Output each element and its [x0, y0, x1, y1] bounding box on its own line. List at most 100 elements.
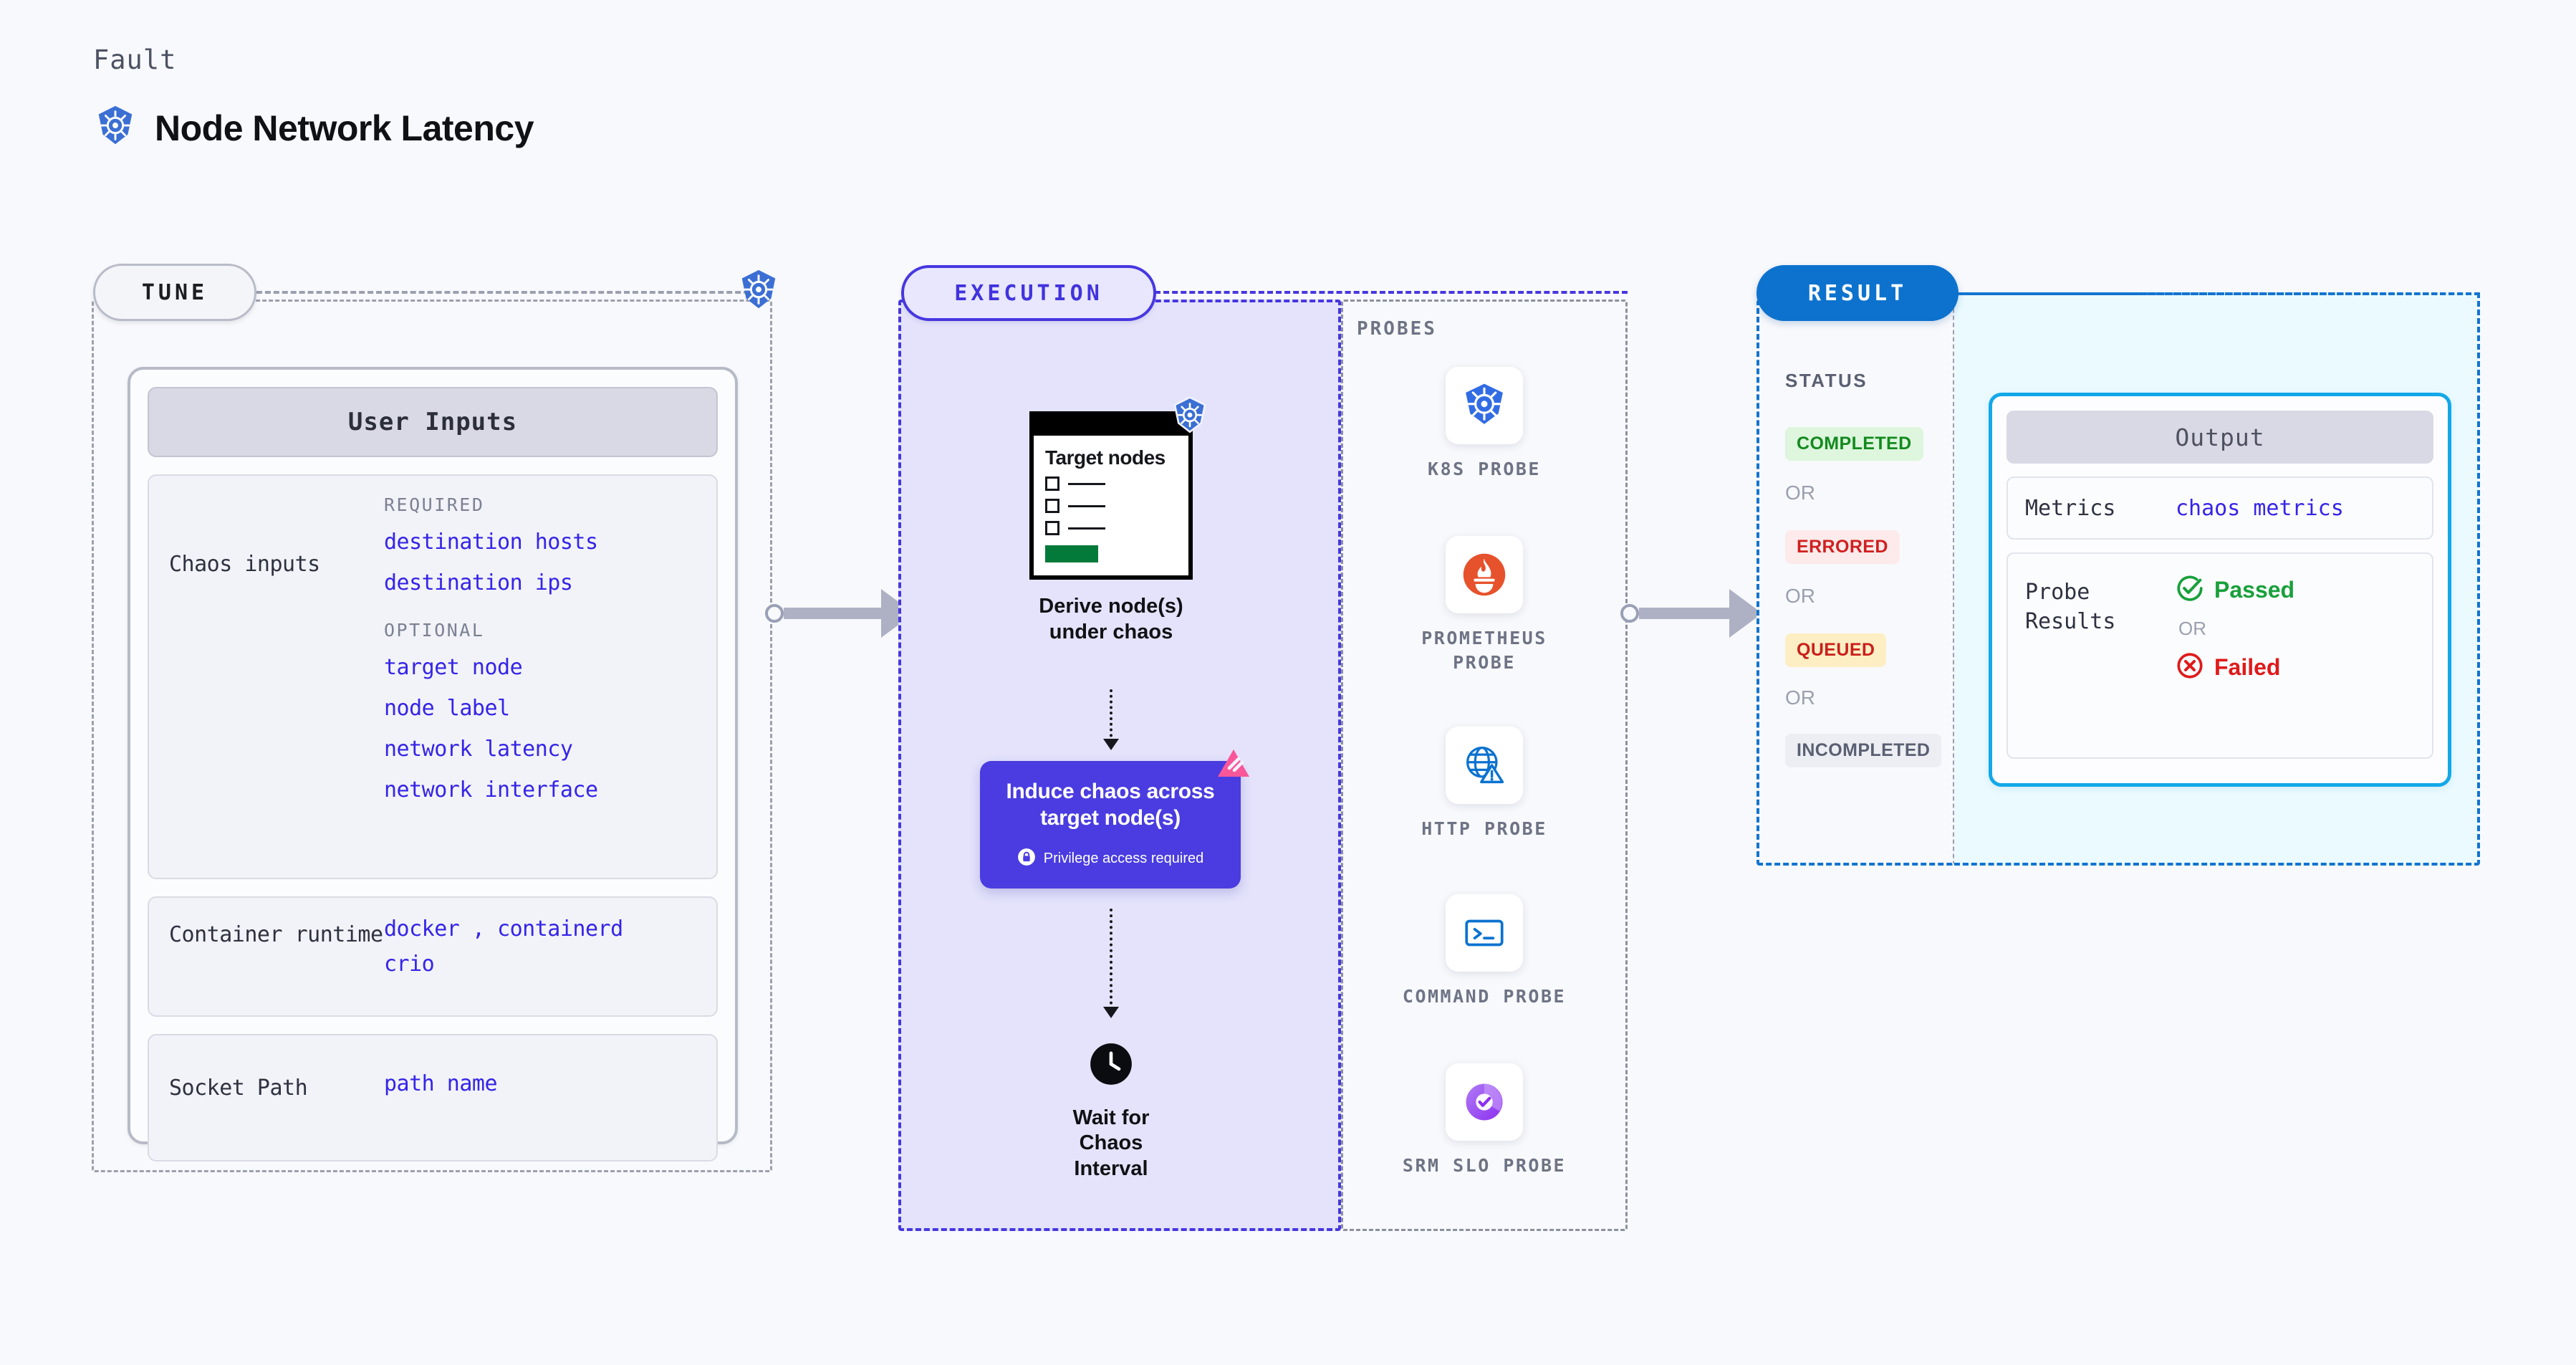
socket-path-label: Socket Path [169, 1076, 308, 1101]
probe-label: K8S PROBE [1428, 459, 1541, 479]
list-item [1045, 521, 1178, 536]
status-badge-errored: ERRORED [1785, 530, 1900, 564]
probe-failed-label: Failed [2214, 654, 2281, 680]
checkbox-icon [1045, 521, 1059, 536]
page-title: Node Network Latency [155, 107, 534, 148]
wait-chaos-step: Wait for Chaos Interval [1057, 1040, 1165, 1182]
execution-badge[interactable]: EXECUTION [901, 265, 1156, 321]
node-list-window-icon: Target nodes [1029, 411, 1193, 580]
runtime-separator: , [471, 916, 485, 942]
window-titlebar [1034, 416, 1188, 436]
tune-connector-line [256, 291, 758, 294]
probe-results-label: Probe Results [2025, 580, 2116, 634]
output-title: Output [2007, 411, 2433, 464]
probe-item[interactable]: COMMAND PROBE [1391, 894, 1577, 1009]
chaos-inputs-section: Chaos inputs REQUIRED destination hosts … [148, 474, 718, 879]
privilege-note: Privilege access required [1017, 848, 1203, 871]
execution-connector-line [1155, 291, 1628, 294]
runtime-containerd[interactable]: containerd [497, 916, 623, 942]
line-placeholder [1068, 527, 1105, 530]
result-panel [1756, 300, 1954, 866]
required-group-title: REQUIRED [384, 494, 485, 515]
window-title: Target nodes [1045, 446, 1166, 469]
flow-arrow-2 [1103, 909, 1119, 1018]
connector-start-dot [765, 604, 784, 623]
status-or-3: OR [1785, 686, 1815, 709]
line-placeholder [1068, 482, 1105, 485]
status-label: STATUS [1785, 370, 1868, 391]
container-runtime-section: Container runtime docker , containerd cr… [148, 896, 718, 1017]
user-inputs-title: User Inputs [148, 387, 718, 457]
probe-result-failed: Failed [2176, 651, 2294, 684]
metrics-value[interactable]: chaos metrics [2176, 495, 2344, 521]
clock-icon [1087, 1043, 1135, 1091]
x-circle-icon [2176, 651, 2204, 684]
http-globe-warning-icon [1446, 727, 1523, 804]
probe-passed-label: Passed [2214, 577, 2295, 603]
optional-group-title: OPTIONAL [384, 620, 485, 641]
probes-section-label: PROBES [1357, 318, 1437, 340]
status-badge-queued: QUEUED [1785, 633, 1887, 667]
kubernetes-icon [1170, 396, 1210, 439]
flow-arrow-1 [1103, 689, 1119, 750]
probe-result-passed: Passed [2176, 574, 2294, 606]
status-or-1: OR [1785, 482, 1815, 504]
wait-chaos-caption: Wait for Chaos Interval [1072, 1106, 1150, 1180]
input-target-node[interactable]: target node [384, 655, 523, 680]
privilege-note-text: Privilege access required [1043, 851, 1204, 867]
check-circle-icon [2176, 574, 2204, 606]
kubernetes-icon [736, 268, 781, 316]
status-badge-completed: COMPLETED [1785, 427, 1923, 461]
lock-icon [1017, 848, 1036, 871]
probe-label: COMMAND PROBE [1402, 986, 1567, 1007]
socket-path-value[interactable]: path name [384, 1071, 498, 1096]
user-inputs-card: User Inputs Chaos inputs REQUIRED destin… [128, 367, 738, 1162]
probe-item[interactable]: K8S PROBE [1391, 367, 1577, 482]
induce-chaos-step: Induce chaos across target node(s) Privi… [980, 749, 1249, 889]
connector-bar [1639, 608, 1731, 619]
page-header: Fault Node Network Latency [93, 44, 534, 152]
fault-kicker: Fault [93, 44, 177, 75]
probe-label: PROMETHEUS PROBE [1421, 628, 1547, 673]
green-bar-indicator [1045, 545, 1098, 563]
litmus-icon [1215, 747, 1252, 787]
metrics-label: Metrics [2025, 495, 2116, 521]
probe-label: HTTP PROBE [1421, 818, 1547, 839]
derive-nodes-caption: Derive node(s) under chaos [1039, 595, 1183, 643]
derive-nodes-step: Target nodes Derive node(s) under chaos [1029, 396, 1206, 645]
input-network-interface[interactable]: network interface [384, 777, 598, 803]
metrics-row: Metrics chaos metrics [2007, 476, 2433, 540]
result-badge[interactable]: RESULT [1756, 265, 1959, 321]
probe-item[interactable]: PROMETHEUS PROBE [1391, 536, 1577, 675]
input-network-latency[interactable]: network latency [384, 737, 573, 762]
input-node-label[interactable]: node label [384, 696, 510, 721]
input-destination-ips[interactable]: destination ips [384, 570, 573, 595]
terminal-icon [1446, 894, 1523, 972]
list-item [1045, 476, 1178, 492]
line-placeholder [1068, 504, 1105, 507]
connector-execution-to-result [1620, 589, 1777, 638]
status-or-2: OR [1785, 585, 1815, 607]
srm-slo-icon [1446, 1063, 1523, 1141]
prometheus-icon [1446, 536, 1523, 613]
container-runtime-values-row: docker , containerd [384, 916, 623, 942]
checkbox-icon [1045, 499, 1059, 514]
probe-label: SRM SLO PROBE [1402, 1155, 1567, 1176]
container-runtime-label: Container runtime [169, 922, 383, 947]
induce-chaos-caption: Induce chaos across target node(s) [1006, 780, 1215, 830]
probe-item[interactable]: HTTP PROBE [1391, 727, 1577, 841]
tune-badge[interactable]: TUNE [93, 264, 256, 321]
probe-item[interactable]: SRM SLO PROBE [1391, 1063, 1577, 1178]
tune-panel [92, 300, 772, 1172]
output-card: Output Metrics chaos metrics Probe Resul… [1989, 393, 2451, 787]
status-badge-incompleted: INCOMPLETED [1785, 734, 1942, 767]
input-destination-hosts[interactable]: destination hosts [384, 530, 598, 555]
probes-panel [1341, 300, 1628, 1231]
checkbox-icon [1045, 476, 1059, 492]
result-connector-line [1959, 292, 2480, 295]
runtime-docker[interactable]: docker [384, 916, 460, 942]
fault-title-row: Node Network Latency [93, 104, 534, 152]
probe-results-row: Probe Results Passed OR [2007, 552, 2433, 759]
runtime-crio[interactable]: crio [384, 952, 435, 977]
kubernetes-icon [93, 104, 138, 152]
